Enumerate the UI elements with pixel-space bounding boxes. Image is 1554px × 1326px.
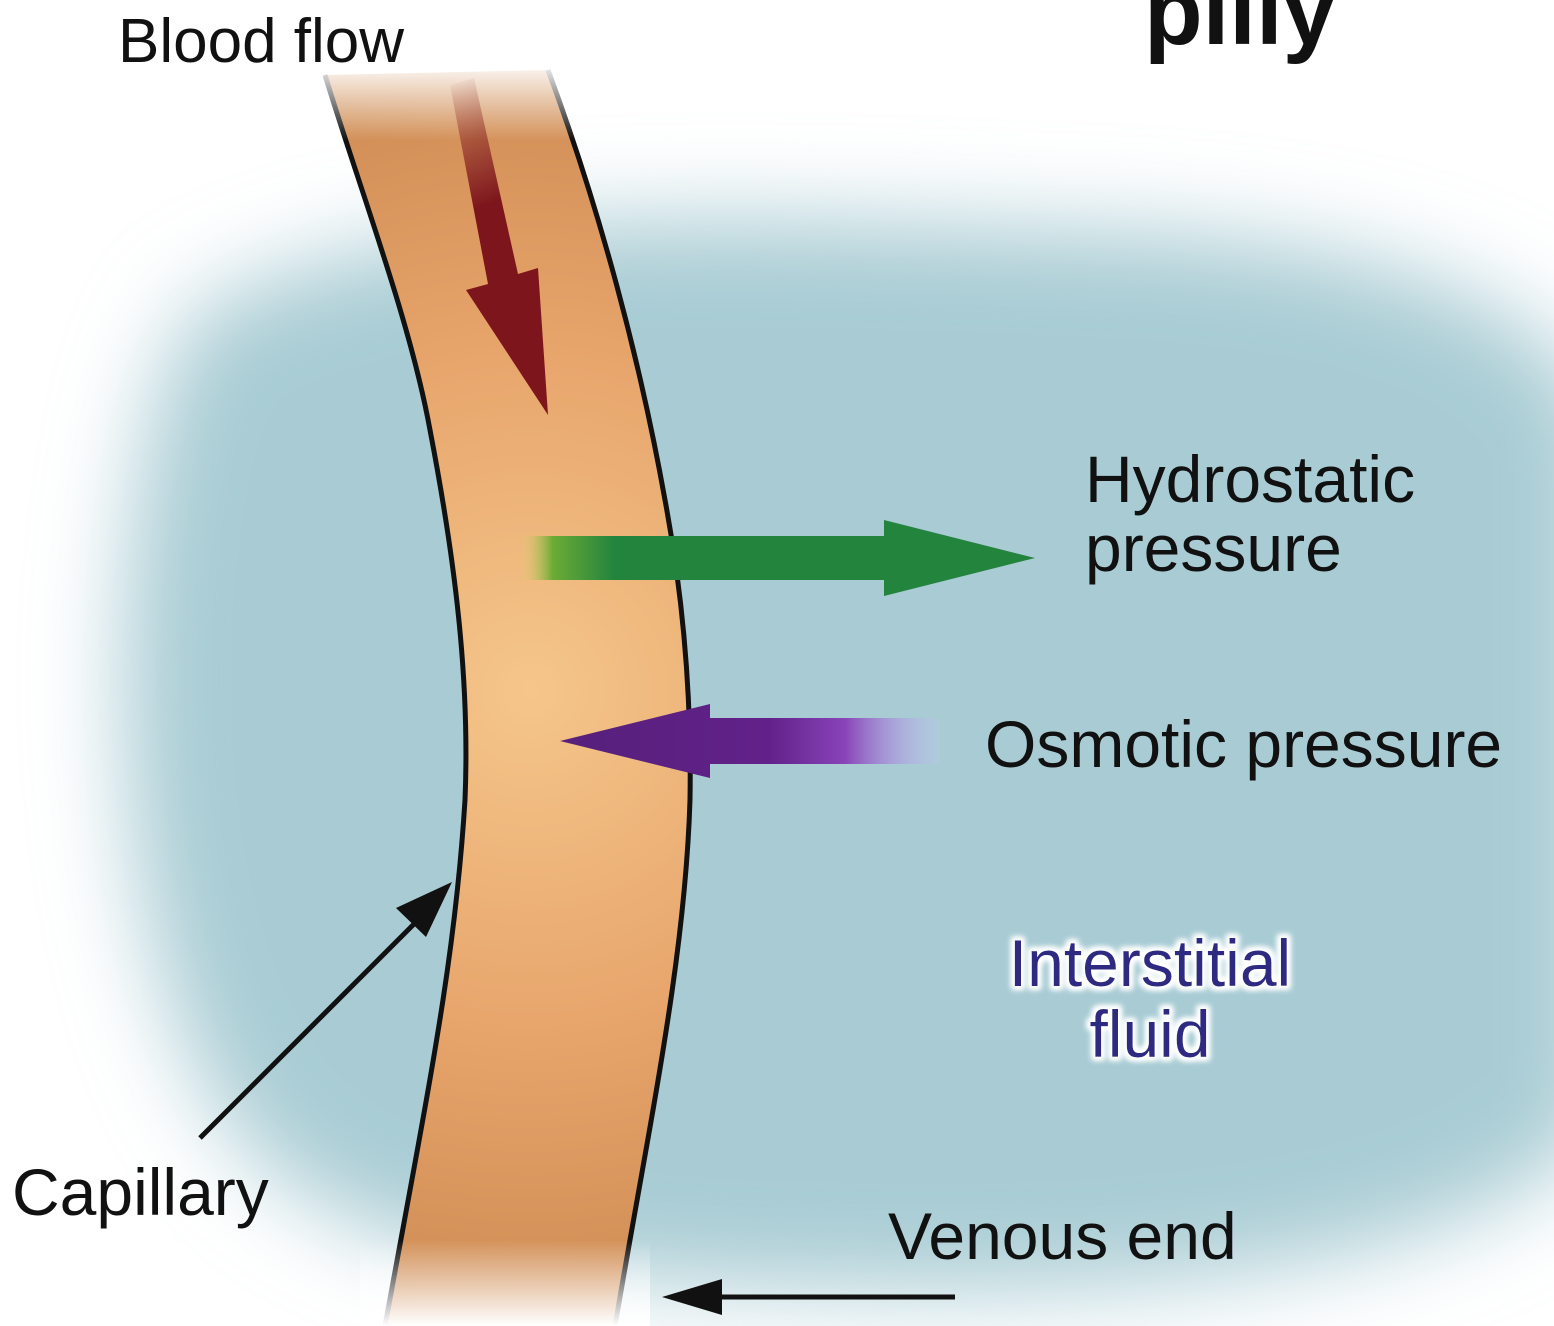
hydrostatic-label-line1: Hydrostatic	[1085, 442, 1415, 516]
capillary-label: Capillary	[12, 1155, 269, 1229]
osmotic-pressure-arrow	[560, 704, 940, 778]
blood-flow-label: Blood flow	[118, 7, 404, 76]
osmotic-label: Osmotic pressure	[985, 707, 1502, 781]
capillary-vessel	[300, 60, 693, 1326]
venous-end-label: Venous end	[888, 1199, 1237, 1273]
capillary-fade-top	[300, 60, 580, 140]
venous-end-arrow	[662, 1279, 955, 1315]
capillary-fade-bottom	[360, 1240, 650, 1326]
interstitial-label-line2: fluid	[1089, 997, 1210, 1071]
hydrostatic-pressure-arrow	[522, 520, 1035, 596]
capillary-pointer-arrow	[198, 882, 452, 1140]
title-fragment: pilly	[1144, 0, 1336, 65]
hydrostatic-label-line2: pressure	[1085, 511, 1342, 585]
blood-flow-arrow	[450, 78, 548, 415]
interstitial-label-line1: Interstitial	[1009, 926, 1291, 1000]
